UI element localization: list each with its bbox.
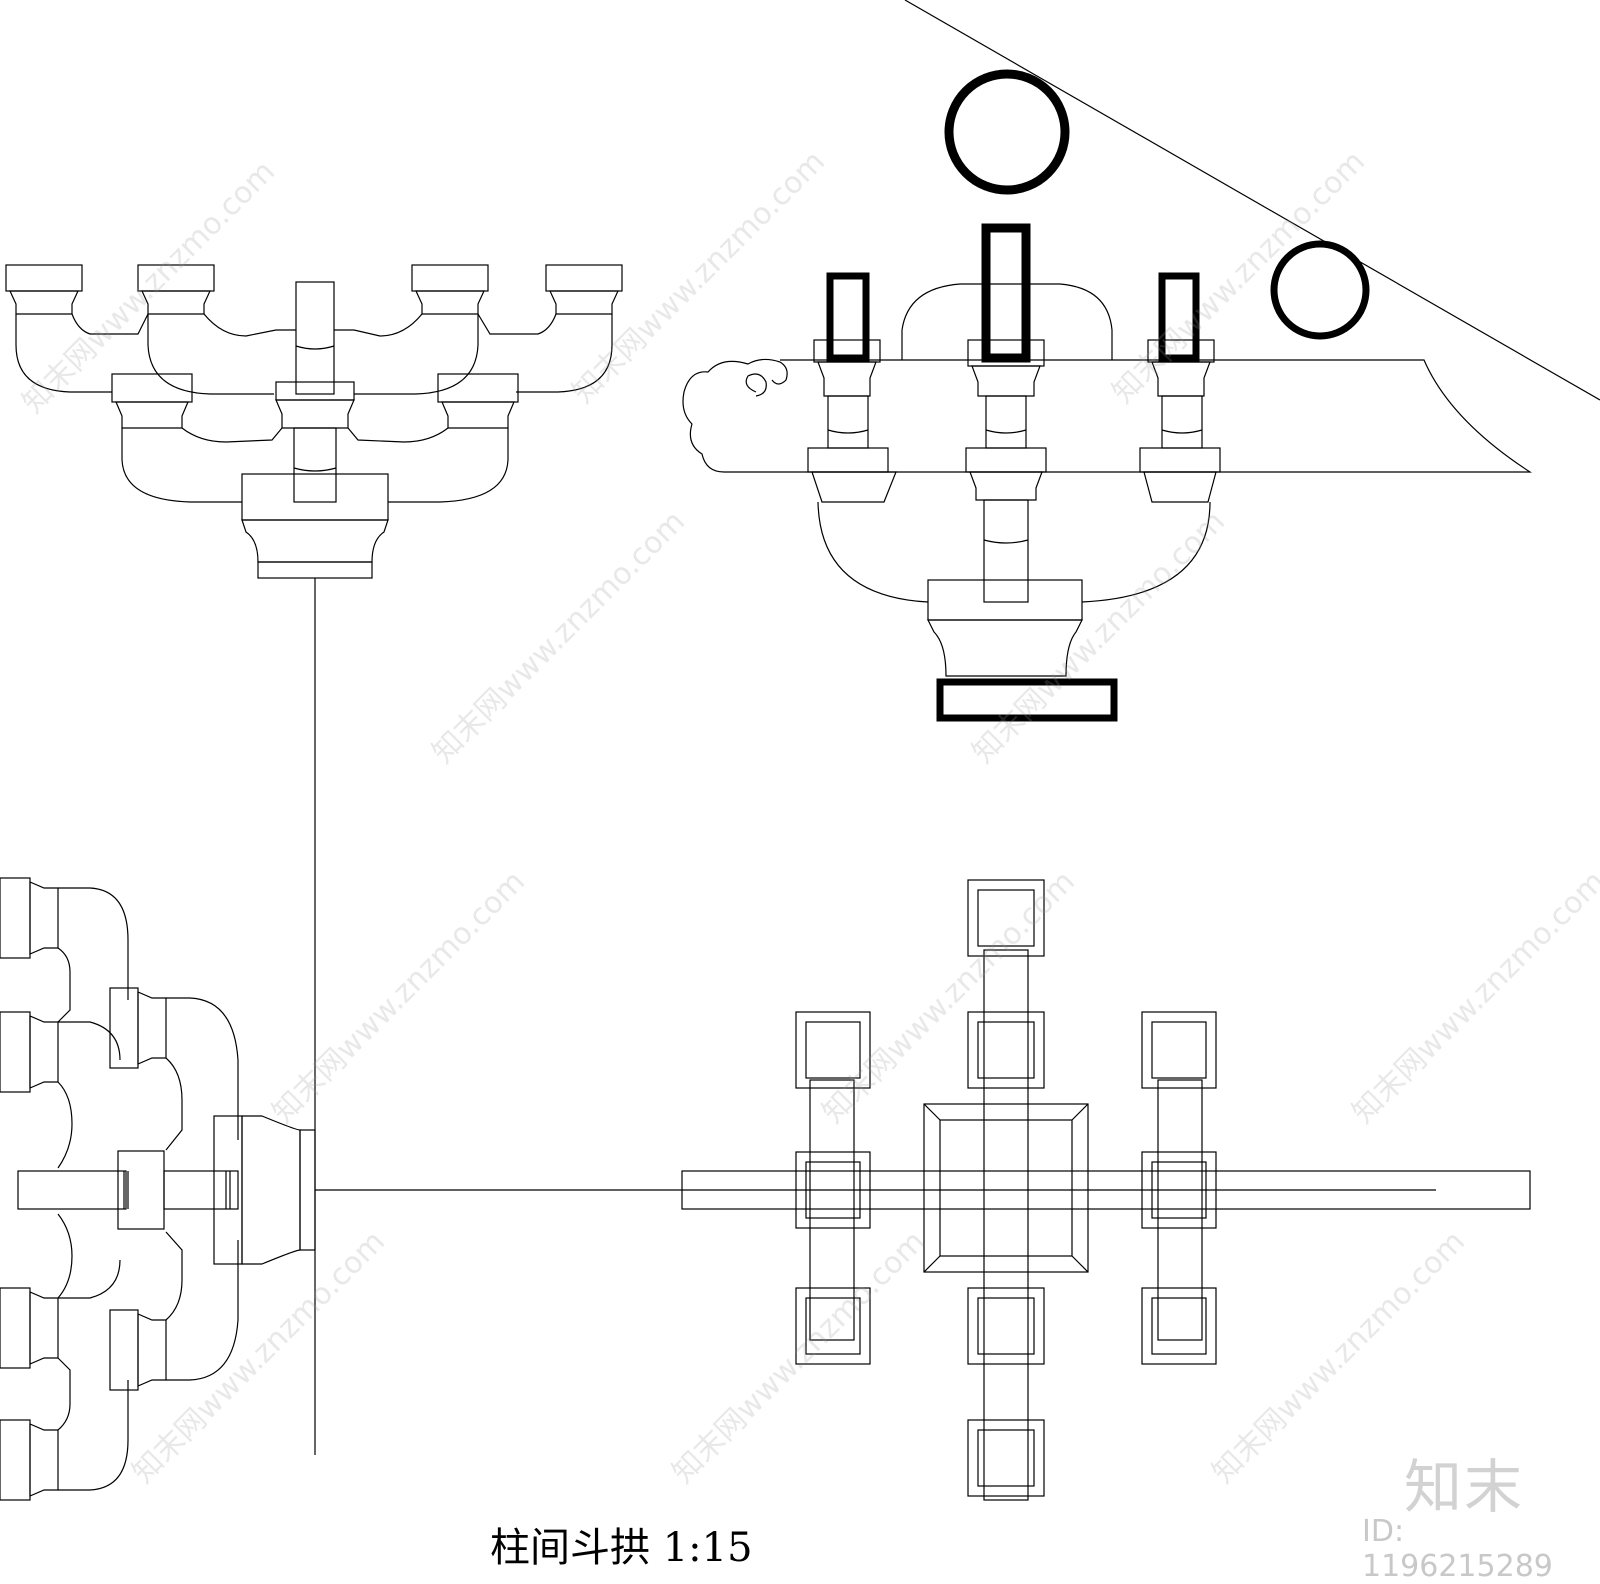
side-section (682, 0, 1600, 722)
plan-view-left (0, 877, 1436, 1501)
watermark-logo: 知末 (1404, 1453, 1525, 1521)
drawing-caption: 柱间斗拱 1:15 (490, 1525, 753, 1571)
watermark-id: ID: 1196215289 (1362, 1514, 1553, 1584)
plan-view-right (681, 879, 1531, 1501)
cup-squares (795, 879, 1217, 1497)
front-elevation (5, 264, 623, 1455)
